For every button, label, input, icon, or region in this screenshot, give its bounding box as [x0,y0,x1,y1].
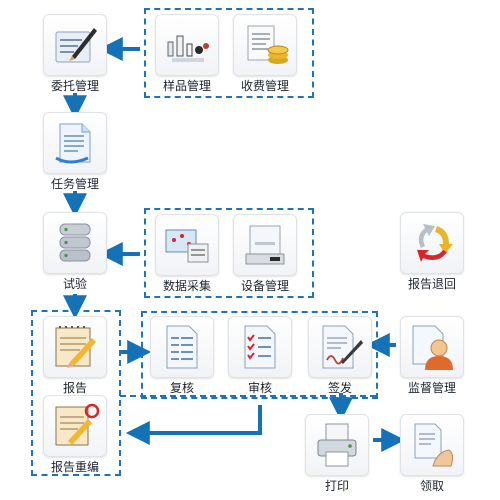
label-report-edit: 报告重编 [50,460,99,474]
label-equipment: 设备管理 [240,279,289,293]
label-recheck: 复核 [169,381,194,395]
tile-equipment [233,214,297,276]
label-print: 打印 [324,479,349,493]
label-audit: 审核 [247,381,272,395]
balance-scale-icon [245,225,285,265]
contract-pen-icon [55,28,97,63]
label-report-return: 报告退回 [407,277,456,291]
label-entrust: 委托管理 [50,79,99,93]
tile-task [43,112,107,174]
tile-data-collect [155,214,219,276]
tile-audit [228,316,292,378]
task-document-icon [55,123,91,164]
supervisor-person-icon [412,325,453,370]
tile-entrust [43,14,107,76]
label-sample: 样品管理 [162,79,211,93]
tile-supervise [400,316,464,378]
refresh-cycle-icon [417,224,453,262]
tile-print [305,414,369,476]
group-review [141,311,378,399]
tile-report-return [400,212,464,274]
arrow-return-loop [125,405,262,445]
checklist-doc-icon [166,325,198,369]
tile-recheck [150,316,214,378]
tile-test [43,212,107,274]
printer-icon [317,423,357,467]
label-test: 试验 [62,277,87,291]
tile-sign [308,316,372,378]
data-collector-icon [165,229,209,263]
invoice-coins-icon [247,25,289,64]
hand-document-icon [414,423,454,467]
group-data-equipment [144,208,314,298]
tile-receive [400,414,464,476]
tile-report-edit [43,395,107,457]
tile-charge [233,14,297,76]
notepad-pencil-icon [55,326,96,368]
notepad-refresh-icon [55,403,100,446]
label-task: 任务管理 [50,177,99,191]
label-supervise: 监督管理 [407,381,456,395]
label-receive: 领取 [419,479,444,493]
label-report: 报告 [62,381,87,395]
server-stack-icon [59,223,91,262]
label-charge: 收费管理 [240,79,289,93]
tile-sample [155,14,219,76]
signature-pen-icon [322,325,363,369]
tile-report [43,316,107,378]
label-data-collect: 数据采集 [162,279,211,293]
label-sign: 签发 [327,381,352,395]
group-report [31,310,121,476]
audit-checklist-icon [244,325,276,369]
group-sample-charge [144,8,314,98]
sample-vials-icon [167,35,209,62]
